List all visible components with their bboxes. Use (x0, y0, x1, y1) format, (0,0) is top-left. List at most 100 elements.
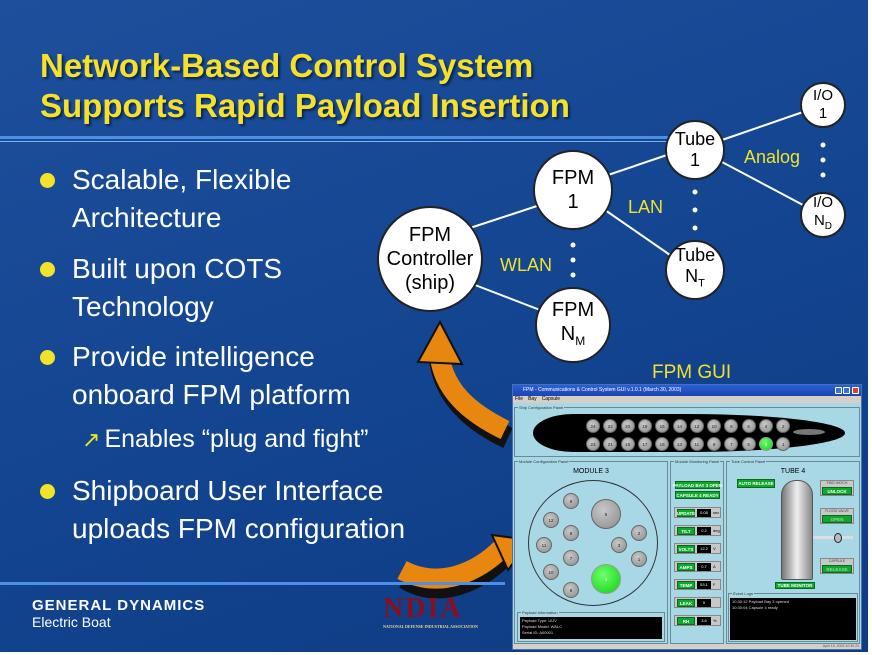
bay-button[interactable]: 1 (776, 437, 791, 451)
link-label-lan: LAN (628, 197, 664, 217)
panel-label: Module Monitoring Panel (674, 459, 721, 464)
close-icon[interactable] (852, 387, 859, 394)
ndia-logo-text: NATIONAL DEFENSE INDUSTRIAL ASSOCIATION (383, 624, 478, 629)
arrow-up-right-icon: ↗ (82, 427, 101, 452)
tube-button[interactable]: 8 (563, 525, 579, 541)
bay-button[interactable]: 10 (707, 419, 722, 433)
bullet-text: onboard FPM platform (72, 379, 351, 410)
maximize-icon[interactable] (843, 387, 850, 394)
tube-button[interactable]: 2 (631, 525, 647, 541)
link-controller-fpmN (474, 284, 541, 311)
event-log-panel: Event Logs 10:30:12 Payload Bay 3 opened… (728, 591, 858, 642)
reading-unit: sec (713, 510, 720, 515)
ship-sail (793, 429, 825, 435)
flood-valve-control[interactable]: FLOOD VALVE OPEN (820, 508, 854, 524)
auto-release-button[interactable]: AUTO RELEASE (737, 479, 775, 488)
gui-window-title: FPM - Communications & Control System GU… (523, 387, 682, 393)
title-line-2: Supports Rapid Payload Insertion (40, 87, 570, 124)
tube-monitor-button[interactable]: TUBE MONITOR (775, 582, 815, 589)
node-label: N (685, 266, 699, 287)
tube-title: TUBE 4 (780, 468, 806, 475)
bay-button[interactable]: 3 (759, 437, 773, 451)
reading-button[interactable]: TEMP (677, 581, 695, 589)
tube-button[interactable]: 4 (591, 564, 621, 594)
tube-button[interactable]: 5 (591, 499, 621, 529)
event-log-line: 10:30:04 Capsule 4 ready (732, 605, 778, 610)
minimize-icon[interactable] (835, 387, 842, 394)
bay-button[interactable]: 17 (637, 437, 652, 451)
bullet-text: Provide intelligence (72, 341, 315, 372)
event-log-box: 10:30:12 Payload Bay 3 opened 10:30:04 C… (730, 598, 856, 640)
bay-button[interactable]: 7 (724, 437, 739, 451)
bay-button[interactable]: 16 (655, 419, 670, 433)
gui-caption: FPM GUI (652, 362, 732, 383)
menu-file[interactable]: File (515, 396, 524, 402)
bay-button[interactable]: 12 (689, 419, 704, 433)
bay-button[interactable]: 23 (586, 437, 600, 451)
bay-button[interactable]: 18 (637, 419, 652, 433)
control-label: FLOOD VALVE (825, 509, 849, 513)
node-label: (ship) (404, 272, 455, 294)
reading-button[interactable]: LEAK (677, 599, 695, 607)
tube-button[interactable]: 3 (611, 537, 627, 553)
tube-button[interactable]: 6 (563, 582, 579, 598)
fpm-gui-window: FPM - Communications & Control System GU… (512, 384, 862, 650)
bay-button[interactable]: 21 (603, 437, 618, 451)
reading-value: 12.2 (697, 545, 711, 553)
panel-label: Module Configuration Panel (518, 459, 570, 464)
menu-bay[interactable]: Bay (528, 396, 537, 402)
panel-label: Tube Control Panel (730, 459, 767, 464)
bay-button[interactable]: 13 (672, 437, 687, 451)
reading-button[interactable]: RH (677, 617, 695, 625)
flood-valve-open-button[interactable]: OPEN (822, 515, 852, 523)
bay-button[interactable]: 5 (741, 437, 756, 451)
bay-button[interactable]: 9 (707, 437, 722, 451)
gui-menu-bar: File Bay Capsule (513, 396, 861, 403)
node-label: N (560, 322, 576, 345)
reading-button[interactable]: UPDATE (676, 509, 696, 517)
bullet-text: Technology (72, 291, 214, 322)
bay-button[interactable]: 24 (586, 419, 600, 433)
bay-button[interactable]: 15 (655, 437, 670, 451)
reading-button[interactable]: VOLTS (677, 545, 695, 553)
bay-button[interactable]: 4 (759, 419, 773, 433)
bay-button[interactable]: 20 (620, 419, 635, 433)
fwd-hatch-unlock-button[interactable]: UNLOCK (822, 487, 852, 495)
menu-capsule[interactable]: Capsule (541, 396, 561, 402)
reading-button[interactable]: TILT (677, 527, 695, 535)
tube-button[interactable]: 11 (536, 537, 552, 553)
tube-button[interactable]: 7 (563, 550, 579, 566)
tube-button[interactable]: 12 (543, 512, 559, 528)
module-title: MODULE 3 (573, 468, 609, 475)
bay-button[interactable]: 2 (776, 419, 791, 433)
bullet-text: Shipboard User Interface (72, 475, 384, 506)
module-monitoring-panel: Module Monitoring Panel PAYLOAD BAY 3 OP… (670, 459, 724, 644)
tube-button[interactable]: 1 (631, 551, 647, 567)
bay-button[interactable]: 19 (620, 437, 635, 451)
bay-button[interactable]: 8 (724, 419, 739, 433)
payload-info-line: Payload Type: UUV (522, 618, 557, 623)
bay-button[interactable]: 11 (689, 437, 704, 451)
link-fpm1-tube1 (607, 154, 668, 176)
tube-graphic (781, 480, 813, 580)
node-label: Controller (386, 248, 474, 270)
panel-label: Event Logs (732, 591, 755, 596)
title-divider (0, 136, 672, 139)
tube-button[interactable]: 9 (563, 493, 579, 509)
bay-button[interactable]: 14 (672, 419, 687, 433)
bullet-dot-icon (40, 350, 55, 365)
capsule-release-button[interactable]: RELEASE (822, 565, 852, 573)
link-tube1-ioN (721, 161, 804, 206)
node-label: I/O (812, 194, 833, 211)
bay-button[interactable]: 22 (603, 419, 618, 433)
reading-button[interactable]: AMPS (677, 563, 695, 571)
bay-button[interactable]: 6 (741, 419, 756, 433)
tube-button[interactable]: 10 (543, 564, 559, 580)
